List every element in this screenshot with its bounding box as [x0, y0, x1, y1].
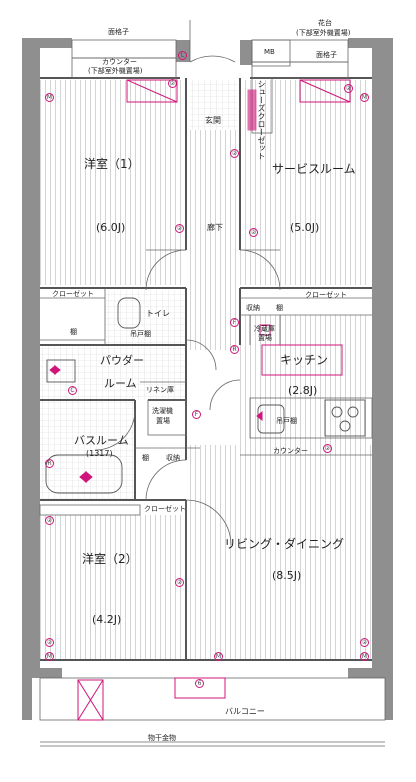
- hallway-label: 廊下: [207, 223, 223, 232]
- balcony-label: バルコニー: [225, 707, 265, 716]
- hanging-shelf-toilet: 吊戸棚: [130, 330, 151, 338]
- hanging-shelf-kitchen: 吊戸棚: [276, 417, 297, 425]
- flower-stand-2: (下部室外機置場): [296, 29, 351, 37]
- closet-left-label: クローゼット: [52, 290, 94, 298]
- entrance-label: 玄関: [205, 116, 221, 125]
- remote-outlet: R: [230, 345, 239, 354]
- kitchen-name: キッチン: [280, 353, 329, 367]
- fixtures: [45, 297, 366, 494]
- toilet-label: トイレ: [146, 309, 170, 318]
- shelf-1-label: 棚: [70, 328, 77, 336]
- floor-hatch: [40, 80, 371, 660]
- outlet-symbol: ②: [175, 578, 184, 587]
- bathroom-size: (1317): [86, 449, 113, 458]
- detail-lines: [39, 39, 386, 747]
- interior-walls: [40, 77, 372, 661]
- storage-1-label: 収納: [246, 304, 260, 312]
- outlet-symbol: ②: [249, 228, 258, 237]
- outlet-symbol: ②: [45, 638, 54, 647]
- western-room-2-size: (4.2J): [92, 613, 122, 626]
- ldk-name: リビング・ダイニング: [224, 537, 345, 551]
- outlet-symbol: ②: [175, 224, 184, 233]
- ldk-size: (8.5J): [272, 569, 302, 582]
- shelf-3-label: 棚: [142, 454, 149, 462]
- outlet-symbol: ②: [323, 444, 332, 453]
- multimedia-outlet: M: [360, 93, 369, 102]
- multimedia-outlet: M: [214, 652, 223, 661]
- western-room-1-size: (6.0J): [96, 221, 126, 234]
- washer-label-2: 置場: [156, 417, 170, 425]
- light-outlet: L: [178, 51, 187, 60]
- service-room-size: (5.0J): [290, 221, 320, 234]
- outlet-symbol: ②: [45, 516, 54, 525]
- exterior-walls: [22, 38, 393, 720]
- shelf-2-label: 棚: [276, 304, 283, 312]
- storage-2-label: 収納: [166, 454, 180, 462]
- counter-top-2: (下部室外機置場): [88, 67, 143, 75]
- kitchen-size: (2.8J): [288, 384, 318, 397]
- shoe-closet-label: シューズクローゼット: [257, 80, 266, 160]
- fridge-label-1: 冷蔵庫: [254, 325, 275, 333]
- counter-top-1: カウンター: [102, 58, 137, 66]
- closet-right-label: クローゼット: [305, 291, 347, 299]
- bathroom-name: バスルーム: [74, 434, 129, 447]
- powder-room-name-2: ルーム: [104, 377, 137, 390]
- western-room-1-name: 洋室（1）: [84, 157, 140, 171]
- washer-label-1: 洗濯機: [152, 407, 173, 415]
- door-swings: [94, 20, 281, 546]
- outlet-symbol: ②: [344, 84, 353, 93]
- controller-outlet: C: [68, 386, 77, 395]
- outlet-symbol: ②: [360, 638, 369, 647]
- fan-outlet: F: [230, 318, 239, 327]
- outlet-symbol: ②: [168, 79, 177, 88]
- powder-room-name-1: パウダー: [100, 354, 144, 367]
- fridge-label-2: 置場: [258, 334, 272, 342]
- multimedia-outlet: M: [45, 652, 54, 661]
- outlet-symbol: ②: [230, 149, 239, 158]
- linen-label: リネン庫: [146, 386, 174, 394]
- mb-label: MB: [264, 48, 275, 56]
- clothes-rail-label: 物干金物: [148, 734, 176, 742]
- window-grille-right: 面格子: [316, 51, 337, 59]
- closet-bottom-label: クローゼット: [144, 505, 186, 513]
- western-room-2-name: 洋室（2）: [82, 552, 138, 566]
- multimedia-outlet: M: [45, 93, 54, 102]
- remote-outlet: R: [45, 459, 54, 468]
- fan-outlet: F: [192, 410, 201, 419]
- flower-stand-1: 花台: [318, 19, 332, 27]
- service-room-name: サービスルーム: [272, 162, 356, 176]
- window-grille-left: 面格子: [108, 28, 129, 36]
- outlet-symbol: 6: [195, 679, 204, 688]
- counter-label: カウンター: [273, 447, 308, 455]
- multimedia-outlet: M: [360, 652, 369, 661]
